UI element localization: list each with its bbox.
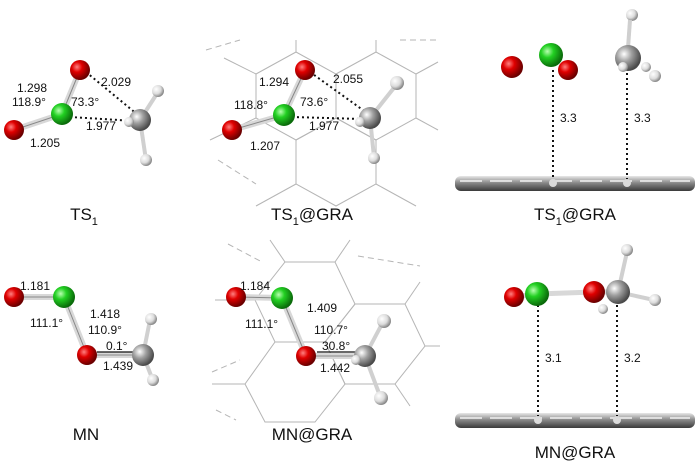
bond-angle-2: 110.9° bbox=[88, 323, 122, 337]
chlorine-atom bbox=[53, 286, 75, 308]
graphene-sheet bbox=[455, 176, 695, 191]
graphene-lattice bbox=[205, 39, 439, 207]
hydrogen-atom bbox=[390, 76, 404, 90]
distance-cl-c: 1.977 bbox=[309, 119, 339, 133]
panel-caption: MN bbox=[73, 425, 99, 444]
dihedral-angle: 30.8° bbox=[322, 339, 350, 353]
distance-label: 3.2 bbox=[624, 351, 641, 365]
bond-angle-ocl: 118.9° bbox=[12, 95, 46, 109]
oxygen-atom bbox=[296, 346, 316, 366]
distance-o-c: 2.029 bbox=[101, 75, 131, 89]
hydrogen-atom bbox=[621, 244, 633, 256]
hydrogen-atom bbox=[641, 62, 651, 72]
bond-angle-2: 110.7° bbox=[314, 323, 348, 337]
panel-ts1: 1.298 118.9° 73.3° 2.029 1.977 1.205 TS1 bbox=[4, 60, 164, 228]
hydrogen-atom bbox=[140, 154, 152, 166]
bond-angle-oclc: 73.6° bbox=[300, 95, 328, 109]
oxygen-atom bbox=[222, 120, 242, 140]
hydrogen-atom bbox=[649, 294, 661, 306]
oxygen-atom bbox=[70, 60, 90, 80]
hydrogen-atom bbox=[649, 70, 661, 82]
hydrogen-atom bbox=[147, 374, 159, 386]
hydrogen-atom bbox=[355, 117, 365, 127]
hydrogen-atom bbox=[152, 85, 164, 97]
carbon-atom bbox=[606, 280, 630, 304]
chlorine-atom bbox=[539, 43, 563, 67]
oxygen-atom bbox=[4, 287, 24, 307]
chlorine-atom bbox=[271, 287, 293, 309]
bond-length-o-c: 1.439 bbox=[103, 359, 133, 373]
bond-angle-oclc: 73.3° bbox=[71, 95, 99, 109]
hydrogen-atom bbox=[377, 314, 391, 328]
bond-angle-1: 111.1° bbox=[30, 316, 63, 330]
hydrogen-atom bbox=[351, 355, 361, 365]
oxygen-atom bbox=[77, 345, 97, 365]
hydrogen-atom bbox=[618, 62, 628, 72]
bond-length-cl-o: 1.409 bbox=[307, 301, 337, 315]
oxygen-atom bbox=[226, 287, 246, 307]
bond-length-cl-o-top: 1.184 bbox=[240, 279, 270, 293]
oxygen-atom bbox=[295, 60, 315, 80]
panel-mn-gra-side: 3.1 3.2 MN@GRA bbox=[455, 244, 695, 462]
hydrogen-atom bbox=[374, 391, 388, 405]
distance-o-c: 2.055 bbox=[333, 72, 363, 86]
carbon-atom bbox=[129, 109, 151, 131]
hydrogen-atom bbox=[145, 313, 157, 325]
panel-caption: TS1@GRA bbox=[534, 205, 617, 228]
sheet-atom bbox=[549, 179, 557, 187]
panel-caption: TS1@GRA bbox=[271, 205, 354, 228]
sheet-atom bbox=[534, 416, 542, 424]
sheet-atom bbox=[623, 179, 631, 187]
panel-caption: MN@GRA bbox=[535, 443, 616, 462]
distance-label: 3.3 bbox=[634, 111, 651, 125]
bond-angle-1: 111.1° bbox=[245, 317, 278, 331]
oxygen-atom bbox=[558, 60, 578, 80]
oxygen-atom bbox=[583, 281, 605, 303]
hydrogen-atom bbox=[598, 304, 608, 314]
hydrogen-atom bbox=[124, 117, 134, 127]
bond-length-cl-o: 1.207 bbox=[250, 139, 280, 153]
hydrogen-atom bbox=[368, 152, 380, 164]
oxygen-atom bbox=[4, 120, 24, 140]
sheet-atom bbox=[613, 416, 621, 424]
distance-cl-c: 1.977 bbox=[86, 119, 116, 133]
panel-caption: TS1 bbox=[70, 205, 98, 228]
bond-angle-ocl: 118.8° bbox=[234, 98, 268, 112]
panel-ts1-gra-side: 3.3 3.3 TS1@GRA bbox=[455, 9, 695, 228]
carbon-atom bbox=[132, 344, 154, 366]
distance-label: 3.3 bbox=[560, 111, 577, 125]
dihedral-angle: 0.1° bbox=[106, 339, 128, 353]
graphene-sheet bbox=[455, 413, 695, 428]
bond-length-cl-o: 1.418 bbox=[90, 307, 120, 321]
panel-ts1-gra: 1.294 118.8° 73.6° 2.055 1.977 1.207 TS1… bbox=[205, 39, 439, 228]
panel-mn-gra: 1.184 1.409 111.1° 110.7° 30.8° 1.442 MN… bbox=[211, 239, 440, 444]
bond-length-cl-o: 1.205 bbox=[30, 136, 60, 150]
bond-length-o-c: 1.442 bbox=[320, 361, 350, 375]
chlorine-atom bbox=[525, 282, 549, 306]
bond-length-oo: 1.298 bbox=[17, 81, 47, 95]
oxygen-atom bbox=[504, 287, 524, 307]
bond-length-cl-o-top: 1.181 bbox=[20, 279, 50, 293]
chlorine-atom bbox=[273, 104, 295, 126]
distance-label: 3.1 bbox=[545, 351, 562, 365]
chlorine-atom bbox=[51, 103, 73, 125]
panel-caption: MN@GRA bbox=[272, 425, 353, 444]
panel-mn: 1.181 1.418 111.1° 110.9° 0.1° 1.439 MN bbox=[4, 279, 159, 444]
bond-length-oo: 1.294 bbox=[259, 75, 289, 89]
oxygen-atom bbox=[501, 56, 523, 78]
hydrogen-atom bbox=[626, 9, 638, 21]
